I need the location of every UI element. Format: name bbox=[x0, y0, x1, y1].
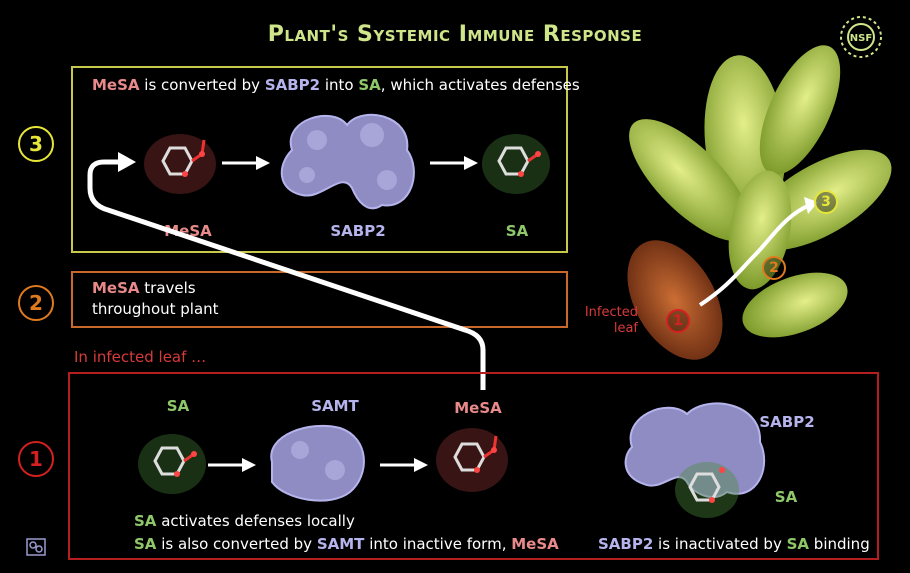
step-3-badge: 3 bbox=[18, 126, 54, 162]
step-2-text: travels bbox=[139, 279, 196, 297]
sabp2-term: SABP2 bbox=[598, 535, 654, 553]
plant-marker-2: 2 bbox=[762, 256, 786, 280]
step-3-sabp2-label: SABP2 bbox=[330, 222, 386, 240]
step-1-right-caption: SABP2 is inactivated by SA binding bbox=[598, 535, 870, 553]
step-3-box bbox=[71, 66, 568, 253]
sabp2-term: SABP2 bbox=[264, 76, 321, 94]
sentence-text: , which activates defenses bbox=[380, 76, 580, 94]
sabp2-sa-complex-icon bbox=[622, 392, 772, 528]
samt-term: SAMT bbox=[316, 535, 365, 553]
step-2-line-1: MeSA travels bbox=[92, 279, 196, 297]
step-1-sa-bound-label: SA bbox=[774, 488, 798, 506]
step-1-sabp2-label: SABP2 bbox=[759, 413, 815, 431]
step-1-mesa-label: MeSA bbox=[454, 399, 502, 417]
sa-molecule-icon bbox=[478, 128, 558, 198]
step-2-box bbox=[71, 271, 568, 328]
step-2-badge: 2 bbox=[18, 285, 54, 321]
samt-protein-icon bbox=[260, 420, 372, 504]
sa-molecule-icon bbox=[134, 428, 214, 498]
step-1-text: is inactivated by bbox=[653, 535, 787, 553]
sa-term: SA bbox=[134, 512, 157, 530]
transport-arrow-icon bbox=[80, 150, 500, 395]
mesa-term: MeSA bbox=[92, 279, 140, 297]
step-2-line-2: throughout plant bbox=[92, 300, 219, 318]
arrow-icon bbox=[208, 457, 256, 473]
step-1-sa-label: SA bbox=[166, 397, 190, 415]
plant-image bbox=[580, 30, 900, 370]
sa-term: SA bbox=[134, 535, 157, 553]
sabp2-protein-icon bbox=[272, 100, 424, 218]
step-1-line-2: SA is also converted by SAMT into inacti… bbox=[134, 535, 559, 553]
step-1-text: into inactive form, bbox=[364, 535, 512, 553]
page-title: Plant's Systemic Immune Response bbox=[267, 22, 643, 47]
plant-infected-label: Infected leaf bbox=[584, 305, 638, 336]
sa-term: SA bbox=[786, 535, 810, 553]
nsf-logo-icon: NSF bbox=[836, 12, 886, 62]
sentence-text: is converted by bbox=[139, 76, 265, 94]
step-1-badge: 1 bbox=[18, 441, 54, 477]
step-1-box bbox=[68, 372, 879, 560]
arrow-icon bbox=[380, 457, 428, 473]
step-3-sentence: MeSA is converted by SABP2 into SA, whic… bbox=[92, 76, 580, 94]
step-1-line-1: SA activates defenses locally bbox=[134, 512, 355, 530]
plant-marker-1: 1 bbox=[666, 309, 690, 333]
plant-marker-3: 3 bbox=[814, 190, 838, 214]
step-1-text: binding bbox=[809, 535, 870, 553]
step-3-sa-label: SA bbox=[505, 222, 529, 240]
step-1-samt-label: SAMT bbox=[311, 397, 359, 415]
sa-term: SA bbox=[358, 76, 381, 94]
arrow-icon bbox=[430, 155, 478, 171]
mesa-term: MeSA bbox=[92, 76, 140, 94]
mesa-molecule-icon bbox=[432, 420, 512, 496]
step-1-text: is also converted by bbox=[156, 535, 317, 553]
mesa-molecule-icon bbox=[140, 128, 220, 198]
arrow-icon bbox=[222, 155, 270, 171]
step-1-text: activates defenses locally bbox=[156, 512, 355, 530]
mesa-term: MeSA bbox=[511, 535, 559, 553]
infected-leaf-note: In infected leaf … bbox=[74, 348, 207, 366]
nsf-logo-text: NSF bbox=[850, 33, 872, 44]
small-logo-icon bbox=[26, 538, 46, 556]
sentence-text: into bbox=[320, 76, 359, 94]
